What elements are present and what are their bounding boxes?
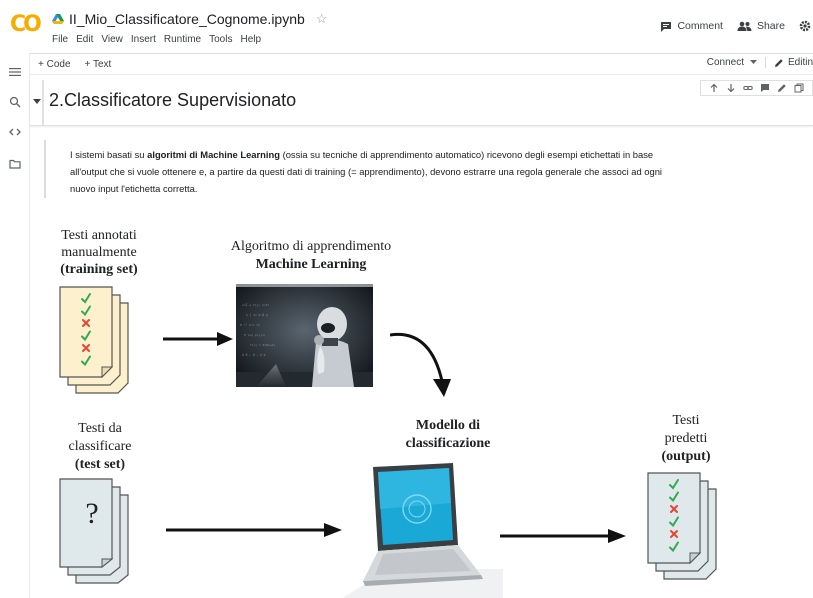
check-mark-icon — [669, 479, 679, 490]
share-button[interactable]: Share — [737, 20, 785, 32]
algorithm-label: Algoritmo di apprendimento Machine Learn… — [230, 239, 392, 272]
cross-mark-icon — [670, 530, 678, 538]
add-text-button[interactable]: + Text — [84, 58, 112, 70]
drive-icon — [52, 13, 64, 24]
laptop-model-image — [343, 463, 503, 598]
notebook-title[interactable]: II_Mio_Classificatore_Cognome.ipynb — [69, 11, 305, 27]
svg-text:Δ θ ← θ − η ∇: Δ θ ← θ − η ∇ — [242, 353, 266, 357]
star-icon[interactable]: ☆ — [315, 11, 328, 26]
test-documents — [59, 478, 129, 584]
unknown-label-mark: ? — [85, 497, 99, 530]
colab-logo[interactable]: CO — [10, 12, 42, 37]
check-mark-icon — [669, 491, 679, 503]
editing-mode-button[interactable]: Editin — [774, 57, 813, 68]
menu-view[interactable]: View — [101, 34, 123, 45]
arrow-to-model — [390, 332, 451, 397]
svg-text:f(x) = σ(Wx+b): f(x) = σ(Wx+b) — [250, 343, 275, 347]
check-mark-icon — [81, 293, 91, 304]
runtime-controls: Connect Editin — [707, 57, 813, 68]
comment-cell-icon[interactable] — [760, 83, 770, 93]
search-icon[interactable] — [9, 96, 21, 108]
title-row: II_Mio_Classificatore_Cognome.ipynb ☆ — [52, 11, 327, 27]
app-header: CO II_Mio_Classificatore_Cognome.ipynb ☆… — [0, 0, 813, 52]
training-documents — [59, 286, 129, 394]
supervised-classifier-diagram: Testi annotati manualmente (training set… — [30, 205, 813, 598]
connect-label: Connect — [706, 57, 744, 68]
test-set-label: Testi da classificare (test set) — [68, 421, 132, 472]
output-documents — [647, 472, 717, 580]
svg-text:π r² e^x √n: π r² e^x √n — [240, 323, 260, 327]
code-snippets-icon[interactable] — [9, 126, 21, 138]
svg-text:∇ log p(y|x): ∇ log p(y|x) — [243, 333, 266, 337]
collapse-caret-icon[interactable] — [33, 97, 41, 105]
menu-insert[interactable]: Insert — [130, 34, 156, 45]
menu-runtime[interactable]: Runtime — [163, 34, 202, 45]
training-set-label: Testi annotati manualmente (training set… — [60, 228, 138, 277]
text-cell-bar — [44, 140, 46, 198]
add-code-button[interactable]: + Code — [38, 58, 71, 70]
machine-learning-image: x=Σ w·f(y) ∂/∂t λ ∫ dx α β μ π r² e^x √n… — [236, 284, 373, 387]
move-down-icon[interactable] — [726, 83, 736, 93]
folder-icon[interactable] — [9, 158, 21, 170]
notebook-toolbar: + Code + Text Connect Editin — [30, 53, 813, 75]
arrow-to-algorithm — [163, 332, 233, 346]
header-actions: Comment Share — [660, 20, 813, 32]
check-mark-icon — [81, 355, 91, 367]
cross-mark-icon — [82, 344, 90, 352]
arrow-model-to-output — [500, 529, 626, 543]
move-up-icon[interactable] — [709, 83, 719, 93]
pencil-icon — [774, 58, 783, 67]
cell-toolbar — [700, 80, 813, 96]
intro-paragraph: I sistemi basati su algoritmi di Machine… — [70, 149, 663, 194]
check-mark-icon — [81, 305, 91, 317]
comment-label: Comment — [677, 20, 723, 32]
cross-mark-icon — [670, 505, 678, 513]
left-rail — [0, 53, 30, 598]
arrow-test-to-model — [166, 523, 342, 537]
svg-text:x=Σ w·f(y) ∂/∂t: x=Σ w·f(y) ∂/∂t — [242, 303, 269, 307]
section-heading-cell[interactable]: 2.Classificatore Supervisionato — [30, 80, 813, 126]
menu-help[interactable]: Help — [240, 34, 262, 45]
link-icon[interactable] — [743, 83, 753, 93]
connect-button[interactable]: Connect — [707, 57, 766, 68]
section-title: 2.Classificatore Supervisionato — [49, 90, 297, 110]
gear-icon[interactable] — [799, 20, 811, 32]
add-cell-group: + Code + Text — [38, 59, 111, 70]
check-mark-icon — [669, 541, 679, 553]
edit-cell-icon[interactable] — [777, 83, 787, 93]
output-label: Testi predetti (output) — [661, 413, 711, 464]
toc-icon[interactable] — [9, 66, 21, 78]
menu-tools[interactable]: Tools — [209, 34, 233, 45]
share-label: Share — [756, 20, 785, 32]
check-mark-icon — [669, 516, 679, 528]
menu-file[interactable]: File — [52, 34, 69, 45]
chevron-down-icon — [749, 60, 757, 64]
check-mark-icon — [81, 330, 91, 342]
mirror-cell-icon[interactable] — [794, 83, 804, 93]
cell-focus-bar — [42, 80, 44, 126]
comment-icon — [661, 21, 672, 32]
comment-button[interactable]: Comment — [660, 20, 723, 32]
svg-text:λ ∫ dx α β μ: λ ∫ dx α β μ — [246, 313, 268, 317]
menu-bar: File Edit View Insert Runtime Tools Help — [52, 34, 261, 45]
text-cell[interactable]: I sistemi basati su algoritmi di Machine… — [44, 140, 813, 198]
menu-edit[interactable]: Edit — [76, 34, 94, 45]
editing-label: Editin — [787, 57, 813, 68]
cross-mark-icon — [82, 319, 90, 327]
people-icon — [737, 21, 752, 31]
model-label: Modello di classificazione — [405, 418, 491, 451]
